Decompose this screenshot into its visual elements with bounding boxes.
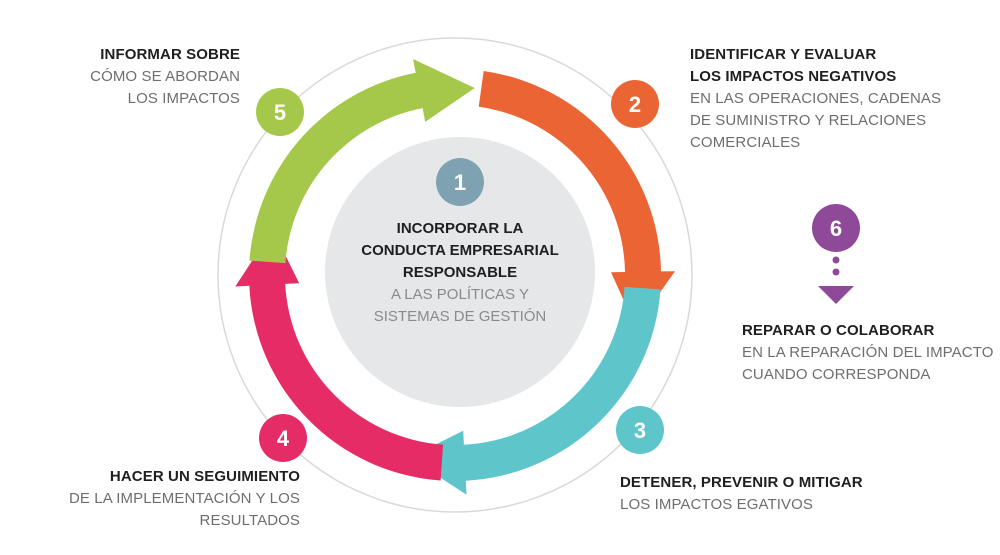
- center-circle: [325, 137, 595, 407]
- step-3-badge: 3: [616, 406, 664, 454]
- center-desc-line-2: SISTEMAS DE GESTIÓN: [373, 308, 547, 325]
- center-title-line-1: INCORPORAR LA: [396, 220, 524, 237]
- step-2-title-line-1: IDENTIFICAR Y EVALUAR: [690, 46, 877, 63]
- step-3-arrow: [409, 286, 661, 495]
- center-title-line-2: CONDUCTA EMPRESARIAL: [361, 242, 559, 259]
- step-5-badge-number: 5: [274, 100, 286, 125]
- step-4-badge-number: 4: [277, 426, 290, 451]
- step-5-badge: 5: [256, 88, 304, 136]
- cycle-arrows: [235, 59, 675, 495]
- step-2-badge: 2: [611, 80, 659, 128]
- step-4-arrow: [235, 229, 444, 481]
- outer-ring: [217, 37, 693, 513]
- step-2-arrow: [478, 71, 675, 327]
- step-6-desc-line-1: EN LA REPARACIÓN DEL IMPACTO: [742, 344, 994, 361]
- step-2-label: IDENTIFICAR Y EVALUAR LOS IMPACTOS NEGAT…: [690, 44, 990, 154]
- center-step-text: INCORPORAR LA CONDUCTA EMPRESARIAL RESPO…: [345, 218, 575, 328]
- step-6-title: REPARAR O COLABORAR: [742, 322, 935, 339]
- step-5-arrow: [249, 59, 475, 264]
- step-4-desc-line-1: DE LA IMPLEMENTACIÓN Y LOS: [68, 490, 300, 507]
- step-3-label: DETENER, PREVENIR O MITIGAR LOS IMPACTOS…: [620, 472, 920, 516]
- center-badge-number: 1: [454, 170, 466, 195]
- step-4-desc-line-2: RESULTADOS: [199, 512, 300, 529]
- step-2-desc-line-1: EN LAS OPERACIONES, CADENAS: [690, 90, 942, 107]
- step-5-desc-line-1: CÓMO SE ABORDAN: [90, 68, 240, 85]
- step-3-title: DETENER, PREVENIR O MITIGAR: [620, 474, 863, 491]
- step-6-connector: [818, 256, 854, 304]
- step-5-label: INFORMAR SOBRE CÓMO SE ABORDAN LOS IMPAC…: [40, 44, 240, 110]
- step-2-title-line-2: LOS IMPACTOS NEGATIVOS: [690, 68, 897, 85]
- center-title-line-3: RESPONSABLE: [402, 264, 518, 281]
- step-6-label: REPARAR O COLABORAR EN LA REPARACIÓN DEL…: [742, 320, 997, 386]
- step-4-badge: 4: [259, 414, 307, 462]
- step-4-label: HACER UN SEGUIMIENTO DE LA IMPLEMENTACIÓ…: [20, 466, 300, 532]
- step-2-badge-number: 2: [629, 92, 641, 117]
- step-3-badge-number: 3: [634, 418, 646, 443]
- step-2-desc-line-3: COMERCIALES: [690, 134, 801, 151]
- step-6-desc-line-2: CUANDO CORRESPONDA: [742, 366, 931, 383]
- step-6-badge: 6: [812, 204, 860, 252]
- center-badge: 1: [436, 158, 484, 206]
- step-3-desc-line-1: LOS IMPACTOS EGATIVOS: [620, 496, 813, 513]
- center-desc-line-1: A LAS POLÍTICAS Y: [390, 286, 530, 303]
- step-6-badge-number: 6: [830, 216, 842, 241]
- step-2-desc-line-2: DE SUMINISTRO Y RELACIONES: [690, 112, 927, 129]
- step-5-title: INFORMAR SOBRE: [100, 46, 240, 63]
- step-4-title: HACER UN SEGUIMIENTO: [109, 468, 300, 485]
- step-5-desc-line-2: LOS IMPACTOS: [127, 90, 240, 107]
